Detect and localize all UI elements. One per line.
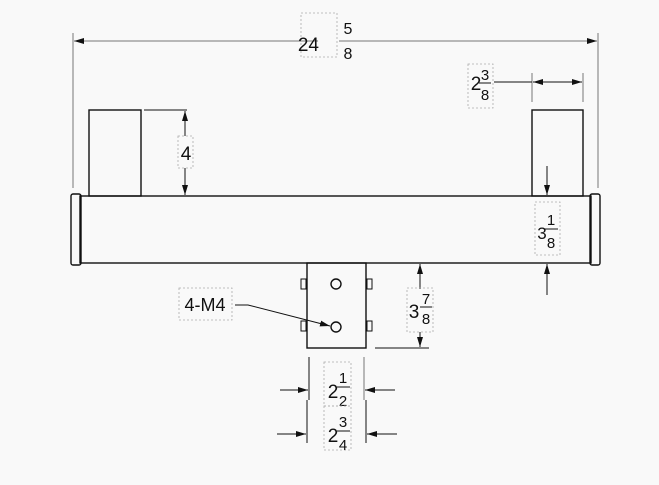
svg-text:8: 8 (481, 87, 489, 104)
dim-bracket-height: 3 7 8 (375, 264, 434, 349)
svg-text:8: 8 (547, 235, 555, 252)
svg-text:8: 8 (344, 46, 353, 63)
left-post (88, 109, 142, 197)
svg-text:4: 4 (339, 437, 347, 454)
svg-text:1: 1 (339, 370, 347, 387)
svg-text:2: 2 (328, 426, 339, 447)
dim-post-width: 2 3 8 (467, 63, 584, 109)
svg-text:5: 5 (344, 21, 353, 38)
svg-text:2: 2 (328, 382, 339, 403)
dim-overall-length: 24 5 8 (72, 12, 599, 188)
svg-text:4-M4: 4-M4 (184, 295, 225, 315)
main-tube (79, 195, 592, 264)
right-post (531, 109, 584, 197)
dim-post-height: 4 (144, 109, 194, 195)
svg-text:4: 4 (181, 144, 192, 165)
svg-text:3: 3 (339, 414, 347, 431)
svg-text:8: 8 (422, 311, 430, 328)
svg-text:7: 7 (422, 291, 430, 308)
svg-text:1: 1 (547, 212, 555, 229)
dim-tube-height: 3 1 8 (534, 166, 561, 295)
svg-text:2: 2 (471, 74, 482, 95)
left-end-cap (70, 193, 82, 266)
dim-bracket-outer-width: 2 3 4 (277, 400, 397, 454)
bolt-hole-top (330, 278, 342, 290)
bolt-heads (300, 278, 373, 332)
svg-text:24: 24 (298, 35, 320, 56)
dim-bracket-inner-width: 2 1 2 (280, 357, 395, 410)
svg-text:3: 3 (409, 302, 420, 323)
svg-text:3: 3 (481, 67, 489, 84)
mount-bracket (306, 262, 367, 349)
callout-bolts: 4-M4 (178, 287, 331, 327)
svg-text:2: 2 (339, 393, 347, 410)
bolt-hole-bottom (330, 321, 342, 333)
right-end-cap (589, 193, 601, 266)
svg-text:3: 3 (537, 224, 546, 243)
